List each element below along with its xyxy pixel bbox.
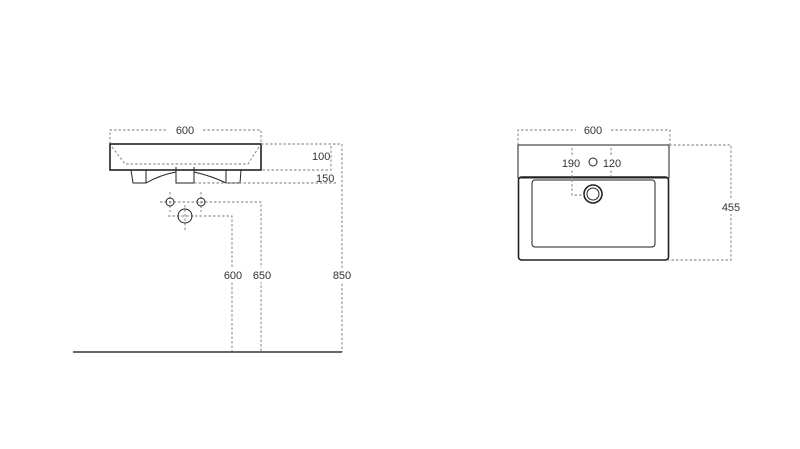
supply-height-label: 650 — [253, 270, 271, 282]
basin-height-dimension — [261, 143, 332, 171]
side-elevation-view: 600 100 150 850 600 650 — [73, 125, 354, 353]
width-dimension-line — [109, 129, 262, 144]
basin-legs — [130, 169, 242, 184]
supply-pipe-left — [165, 197, 175, 207]
tap-hole — [588, 157, 598, 167]
side-width-label: 600 — [176, 125, 194, 137]
basin-deck — [517, 144, 670, 179]
waste-pipe — [177, 208, 193, 224]
waste-outlet — [175, 167, 195, 184]
depth-label: 455 — [722, 202, 740, 214]
top-height-dimension — [261, 143, 343, 352]
basin-height-label: 100 — [312, 151, 330, 163]
drain-outer — [583, 184, 603, 204]
drain-inner — [586, 187, 600, 201]
waste-height-dimension — [168, 205, 233, 352]
basin-outline — [517, 176, 670, 261]
basin-bowl-hidden-line — [111, 146, 260, 165]
top-width-label: 600 — [584, 125, 602, 137]
basin-underside — [145, 171, 227, 184]
top-plan-view: 600 190 120 455 — [517, 125, 744, 261]
supply-pipe-right — [196, 197, 206, 207]
tap-right-offset-label: 120 — [603, 158, 621, 170]
waste-height-label: 600 — [224, 270, 242, 282]
top-height-label: 850 — [333, 270, 351, 282]
tap-left-offset-label: 190 — [562, 158, 580, 170]
top-width-dimension — [517, 129, 671, 145]
basin-body — [109, 143, 262, 171]
basin-bowl — [531, 179, 656, 248]
overall-height-label: 150 — [316, 173, 334, 185]
supply-height-dimension — [160, 192, 262, 352]
